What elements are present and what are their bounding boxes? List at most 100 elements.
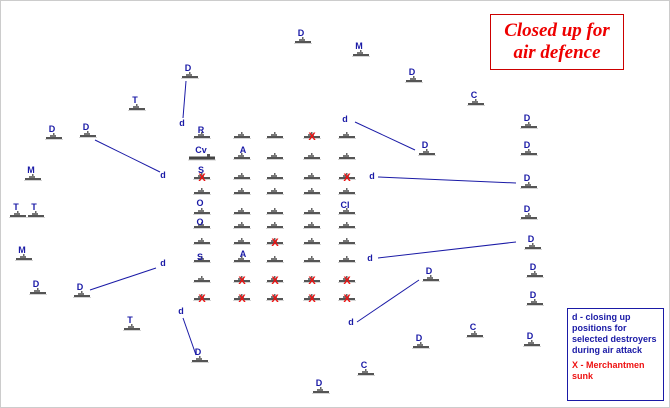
sunk-mark-0-3: X	[308, 131, 316, 143]
convoy-ship-3-1	[232, 187, 252, 195]
convoy-label-2: A	[240, 145, 247, 155]
closing-up-lines	[89, 80, 517, 356]
closing-up-line-0	[182, 80, 187, 119]
sunk-mark-9-0: X	[198, 293, 206, 305]
escort-label-7: D	[49, 124, 56, 134]
escort-label-5: C	[471, 90, 478, 100]
convoy-label-5: Cl	[341, 200, 350, 210]
legend-d-text: d - closing up positions for selected de…	[572, 312, 657, 355]
legend-box: d - closing up positions for selected de…	[567, 308, 664, 401]
convoy-ship-4-1	[232, 207, 252, 215]
escort-label-16: D	[528, 234, 535, 244]
convoy-ship-3-4	[337, 187, 357, 195]
convoy-label-7: S	[197, 252, 203, 262]
sunk-mark-6-2: X	[271, 237, 279, 249]
convoy-ship-0-2	[265, 131, 285, 139]
ships-layer	[8, 36, 545, 394]
convoy-ship-1-2	[265, 152, 285, 160]
closing-up-line-1	[354, 121, 416, 151]
escort-label-3: D	[409, 67, 416, 77]
escort-label-22: D	[530, 290, 537, 300]
escort-label-1: M	[355, 41, 363, 51]
closing-up-line-6	[182, 317, 197, 356]
convoy-ship-6-1	[232, 237, 252, 245]
convoy-ship-0-4	[337, 131, 357, 139]
title-line-2: air defence	[513, 42, 601, 63]
convoy-ship-1-3	[302, 152, 322, 160]
escort-label-19: D	[426, 266, 433, 276]
escort-label-8: D	[83, 122, 90, 132]
convoy-ship-1-4	[337, 152, 357, 160]
closing-position-7: d	[348, 317, 354, 327]
convoy-label-1: Cv	[195, 145, 207, 155]
sunk-mark-2-4: X	[343, 172, 351, 184]
convoy-ship-5-3	[302, 221, 322, 229]
convoy-ship-8-0	[192, 275, 212, 283]
closing-up-line-5	[377, 241, 517, 259]
convoy-label-3: S	[198, 165, 204, 175]
escort-label-21: D	[77, 282, 84, 292]
escort-label-12: D	[524, 173, 531, 183]
escort-label-27: D	[195, 347, 202, 357]
escort-label-18: D	[530, 262, 537, 272]
escort-label-20: D	[33, 279, 40, 289]
escort-label-9: D	[422, 140, 429, 150]
convoy-ship-4-3	[302, 207, 322, 215]
escort-label-0: D	[298, 28, 305, 38]
escort-label-17: M	[18, 245, 26, 255]
closing-up-line-2	[94, 139, 161, 173]
closing-position-0: d	[179, 118, 185, 128]
convoy-ship-3-0	[192, 187, 212, 195]
closing-up-line-7	[356, 279, 420, 323]
sunk-mark-9-2: X	[271, 293, 279, 305]
sunk-mark-2-0: X	[198, 172, 206, 184]
convoy-ship-6-3	[302, 237, 322, 245]
legend-x-text: X - Merchantmen sunk	[572, 360, 645, 381]
convoy-ship-0-1	[232, 131, 252, 139]
sunk-mark-9-3: X	[308, 293, 316, 305]
escort-label-11: M	[27, 165, 35, 175]
closing-position-2: d	[160, 170, 166, 180]
escort-label-10: D	[524, 140, 531, 150]
escort-label-15: D	[524, 204, 531, 214]
sunk-mark-9-4: X	[343, 293, 351, 305]
escort-label-13: T	[13, 202, 19, 212]
escort-label-26: D	[527, 331, 534, 341]
sunk-mark-9-1: X	[238, 293, 246, 305]
escort-label-6: D	[524, 113, 531, 123]
closing-up-line-3	[377, 176, 517, 184]
convoy-ship-2-3	[302, 172, 322, 180]
convoy-label-8: A	[240, 249, 247, 259]
convoy-ship-7-2	[265, 255, 285, 263]
sunk-mark-8-3: X	[308, 275, 316, 287]
convoy-label-4: O	[196, 198, 203, 208]
sunk-mark-8-4: X	[343, 275, 351, 287]
convoy-ship-3-3	[302, 187, 322, 195]
closing-position-5: d	[367, 253, 373, 263]
convoy-ship-2-2	[265, 172, 285, 180]
escort-label-2: D	[185, 63, 192, 73]
closing-position-3: d	[369, 171, 375, 181]
escort-label-14: T	[31, 202, 37, 212]
convoy-ship-2-1	[232, 172, 252, 180]
closing-position-1: d	[342, 114, 348, 124]
sunk-mark-8-2: X	[271, 275, 279, 287]
convoy-ship-4-0	[192, 207, 212, 215]
convoy-ship-5-4	[337, 221, 357, 229]
convoy-label-0: R	[198, 125, 205, 135]
convoy-ship-4-2	[265, 207, 285, 215]
escort-label-23: T	[127, 315, 133, 325]
convoy-ship-6-0	[192, 237, 212, 245]
escort-label-25: D	[416, 333, 423, 343]
convoy-label-6: O	[196, 217, 203, 227]
sunk-mark-8-1: X	[238, 275, 246, 287]
escort-label-4: T	[132, 95, 138, 105]
closing-position-4: d	[160, 258, 166, 268]
title-line-1: Closed up for	[504, 20, 610, 41]
closing-up-line-4	[89, 267, 157, 291]
convoy-ship-7-3	[302, 255, 322, 263]
convoy-ship-7-4	[337, 255, 357, 263]
escort-label-29: D	[316, 378, 323, 388]
